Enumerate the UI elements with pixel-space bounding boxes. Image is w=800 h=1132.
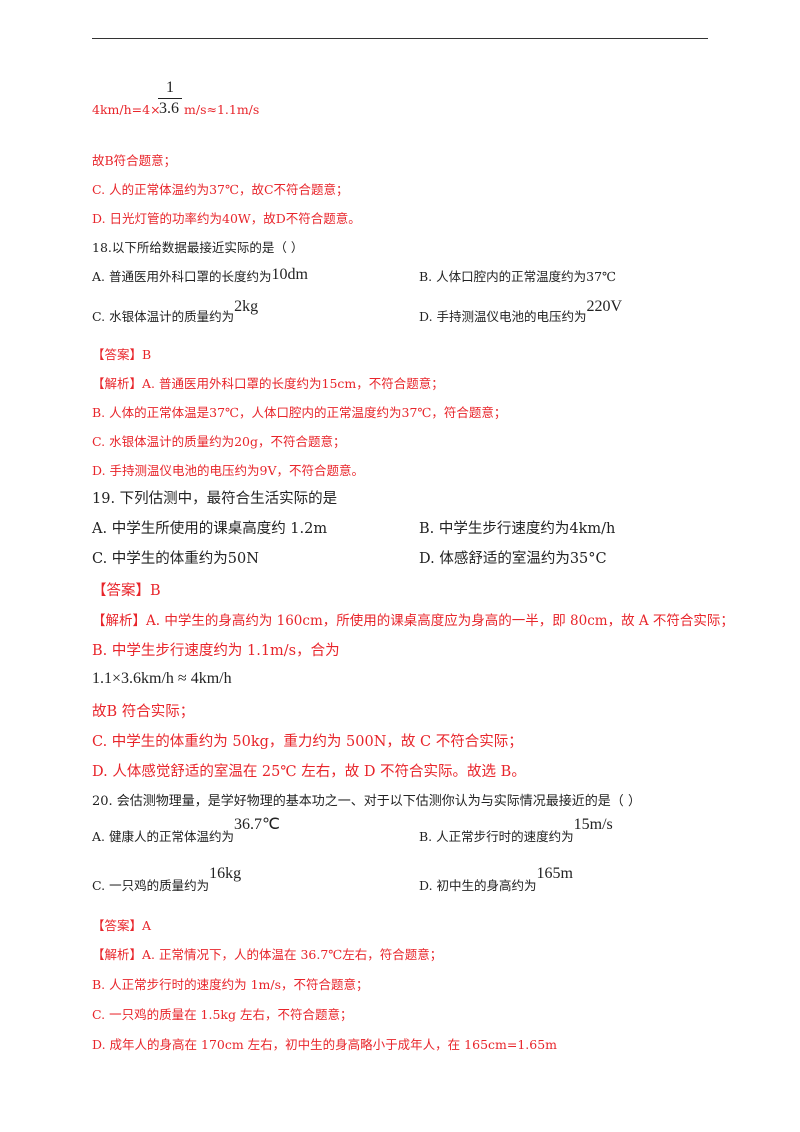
q18-option-a-value: 10dm bbox=[271, 266, 308, 283]
q18-option-d-text: D. 手持测温仪电池的电压约为 bbox=[419, 309, 587, 324]
formula-rhs: m/s≈1.1m/s bbox=[184, 102, 260, 117]
q20-explanation-tag: 【解析】 bbox=[92, 947, 143, 962]
q20-answer: 【答案】A bbox=[92, 918, 152, 933]
prev-line-3: D. 日光灯管的功率约为40W，故D不符合题意。 bbox=[92, 211, 361, 226]
q18-answer: 【答案】B bbox=[92, 347, 152, 362]
q20-explanation-4: D. 成年人的身高在 170cm 左右，初中生的身高略小于成年人，在 165cm… bbox=[92, 1037, 558, 1052]
q20-option-b-text: B. 人正常步行时的速度约为 bbox=[419, 829, 574, 844]
q18-explanation-tag: 【解析】 bbox=[92, 376, 143, 391]
prev-line-1: 故B符合题意； bbox=[92, 153, 177, 168]
q19-stem: 19. 下列估测中，最符合生活实际的是 bbox=[92, 491, 338, 507]
q19-explanation-1: 【解析】A. 中学生的身高约为 160cm，所使用的课桌高度应为身高的一半，即 … bbox=[92, 613, 734, 629]
q18-option-d-value: 220V bbox=[586, 298, 623, 315]
q19-option-d: D. 体感舒适的室温约为35°C bbox=[419, 551, 607, 567]
q18-option-c: C. 水银体温计的质量约为2kg bbox=[92, 299, 258, 325]
q20-option-c: C. 一只鸡的质量约为16kg bbox=[92, 866, 241, 894]
q19-explanation-4: C. 中学生的体重约为 50kg，重力约为 500N，故 C 不符合实际； bbox=[92, 734, 523, 750]
q18-explanation-1: 【解析】A. 普通医用外科口罩的长度约为15cm，不符合题意； bbox=[92, 376, 444, 392]
q19-option-a: A. 中学生所使用的课桌高度约 1.2m bbox=[92, 521, 328, 537]
q18-explanation-4: D. 手持测温仪电池的电压约为9V，不符合题意。 bbox=[92, 463, 365, 478]
q20-option-d-text: D. 初中生的身高约为 bbox=[419, 878, 537, 893]
q20-option-a-text: A. 健康人的正常体温约为 bbox=[92, 829, 234, 844]
q18-option-b: B. 人体口腔内的正常温度约为37℃ bbox=[419, 269, 617, 284]
header-rule bbox=[92, 38, 708, 39]
q19-formula: 1.1×3.6km/h ≈ 4km/h bbox=[92, 670, 232, 687]
q19-explanation-2: B. 中学生步行速度约为 1.1m/s，合为 bbox=[92, 643, 340, 659]
q18-stem: 18.以下所给数据最接近实际的是（ ） bbox=[92, 240, 304, 255]
q18-option-d: D. 手持测温仪电池的电压约为220V bbox=[419, 299, 622, 325]
fraction-numerator: 1 bbox=[166, 79, 174, 96]
q19-option-b: B. 中学生步行速度约为4km/h bbox=[419, 521, 616, 537]
q18-option-c-text: C. 水银体温计的质量约为 bbox=[92, 309, 235, 324]
q20-option-b-value: 15m/s bbox=[573, 816, 613, 833]
q19-explanation-5: D. 人体感觉舒适的室温在 25℃ 左右，故 D 不符合实际。故选 B。 bbox=[92, 764, 526, 780]
fraction-bar bbox=[158, 98, 182, 99]
q20-explanation-1-text: A. 正常情况下，人的体温在 36.7℃左右，符合题意； bbox=[142, 947, 443, 962]
q20-option-a-value: 36.7℃ bbox=[233, 816, 280, 833]
fraction-denominator: 3.6 bbox=[159, 100, 179, 117]
q20-stem: 20. 会估测物理量，是学好物理的基本功之一、对于以下估测你认为与实际情况最接近… bbox=[92, 794, 641, 809]
q18-explanation-3: C. 水银体温计的质量约为20g，不符合题意； bbox=[92, 434, 346, 449]
formula-lhs: 4km/h=4× bbox=[92, 102, 161, 117]
q18-option-a: A. 普通医用外科口罩的长度约为10dm bbox=[92, 266, 308, 285]
q19-explanation-3: 故B 符合实际； bbox=[92, 704, 195, 720]
q20-explanation-1: 【解析】A. 正常情况下，人的体温在 36.7℃左右，符合题意； bbox=[92, 947, 442, 963]
q20-option-d: D. 初中生的身高约为165m bbox=[419, 866, 573, 894]
q18-option-a-text: A. 普通医用外科口罩的长度约为 bbox=[92, 269, 272, 284]
q18-option-c-value: 2kg bbox=[234, 298, 259, 315]
q20-option-a: A. 健康人的正常体温约为36.7℃ bbox=[92, 817, 280, 845]
q20-option-d-value: 165m bbox=[536, 865, 573, 882]
q20-option-b: B. 人正常步行时的速度约为15m/s bbox=[419, 817, 613, 845]
q18-explanation-2: B. 人体的正常体温是37℃，人体口腔内的正常温度约为37℃，符合题意； bbox=[92, 405, 507, 420]
q19-option-c: C. 中学生的体重约为50N bbox=[92, 551, 259, 567]
q20-option-c-value: 16kg bbox=[209, 865, 242, 882]
q20-explanation-2: B. 人正常步行时的速度约为 1m/s，不符合题意； bbox=[92, 977, 369, 992]
q19-answer: 【答案】B bbox=[92, 583, 161, 599]
q20-option-c-text: C. 一只鸡的质量约为 bbox=[92, 878, 210, 893]
q18-explanation-1-text: A. 普通医用外科口罩的长度约为15cm，不符合题意； bbox=[142, 376, 444, 391]
prev-line-2: C. 人的正常体温约为37℃，故C不符合题意； bbox=[92, 182, 349, 197]
q20-explanation-3: C. 一只鸡的质量在 1.5kg 左右，不符合题意； bbox=[92, 1007, 353, 1022]
